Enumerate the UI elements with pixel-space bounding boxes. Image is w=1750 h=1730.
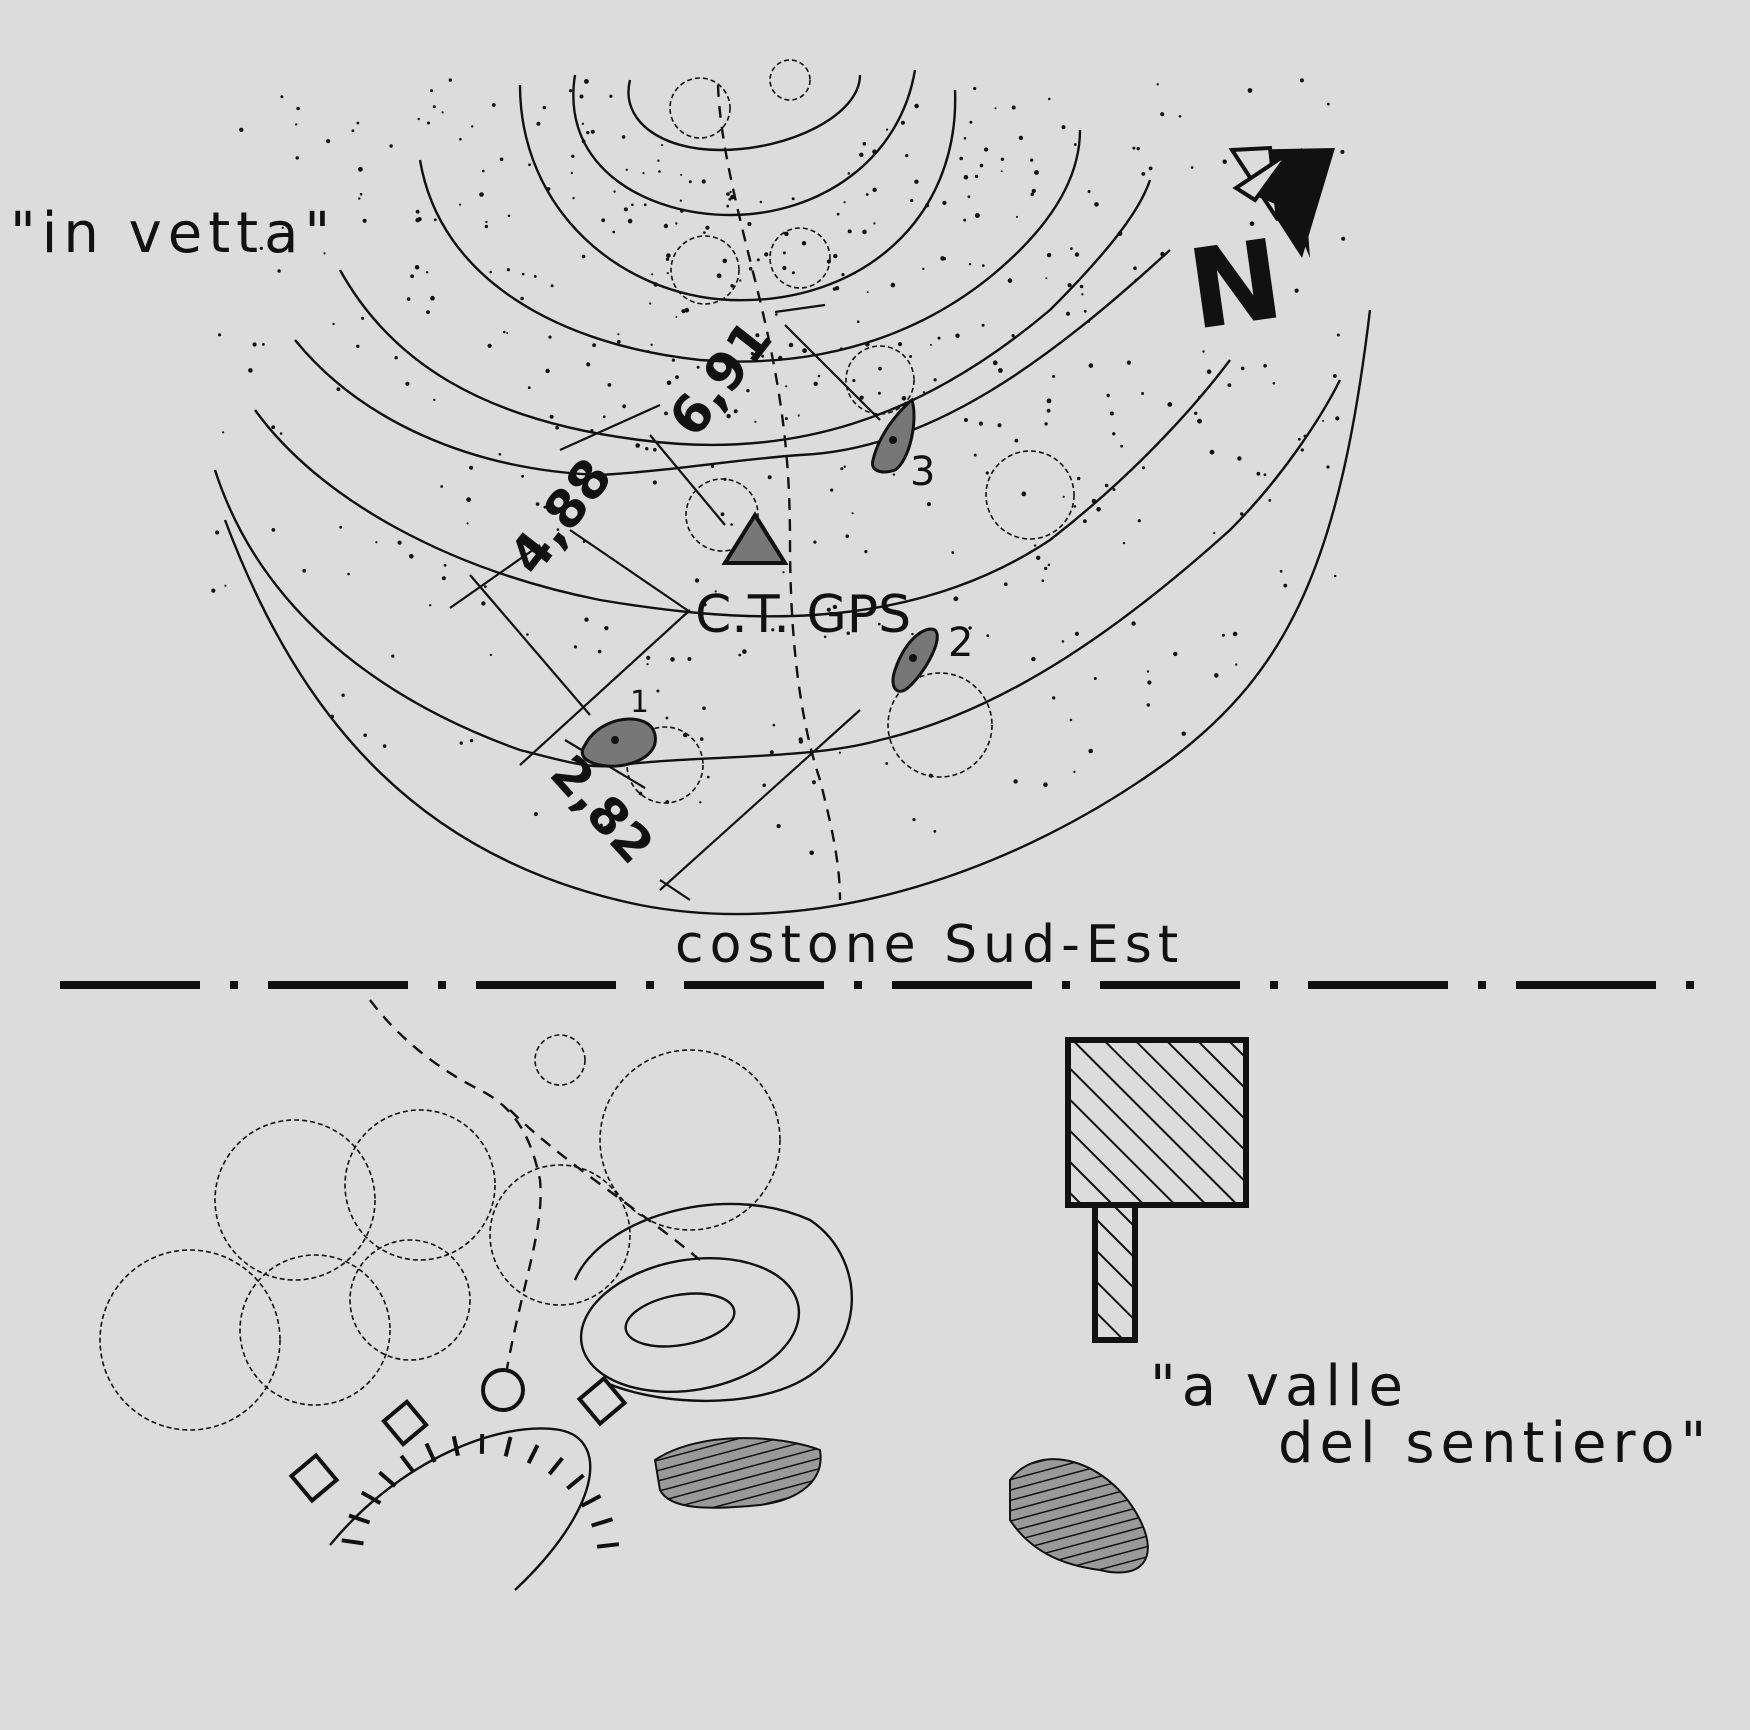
scrub-patch-1 [653,1437,822,1509]
triangle-icon [721,511,789,565]
marker-label-3: 3 [910,449,935,495]
trail-upper [716,84,842,901]
tree-canopy-icon [626,59,1075,804]
hill-contours [573,1202,853,1403]
trail-lower-left [369,999,542,1381]
tree-canopy-icon [99,1034,781,1431]
hatched-building-icon [1065,1037,1249,1343]
ridge-label: costone Sud-Est [675,915,1184,975]
scrub-patch-2 [1009,1458,1149,1574]
marker-label-2: 2 [948,620,973,666]
rock-marker-2 [891,627,939,693]
trail-lower-right [509,1109,701,1261]
gps-station-label: C.T. GPS [695,585,911,645]
rock-marker-1 [580,717,657,768]
rock-marker-3 [870,397,916,474]
distance-lines [449,303,881,901]
valley-label-line2: del sentiero" [1278,1411,1712,1476]
embankment-arc [329,1427,592,1591]
north-label: N [1181,215,1290,355]
contour-lines [213,69,1372,916]
point-marker [481,1368,525,1412]
distance-label-2: 4,88 [498,448,624,586]
embankment-ticks [341,1433,620,1549]
valley-label-line1: "a valle [1150,1354,1409,1419]
terrain-stippling [211,78,1346,856]
square-marker-1 [288,1452,340,1504]
square-marker-2 [381,1399,429,1447]
marker-label-1: 1 [630,685,649,720]
north-arrow-icon [1228,145,1335,258]
summit-label: "in vetta" [10,201,336,266]
square-marker-3 [576,1375,628,1427]
